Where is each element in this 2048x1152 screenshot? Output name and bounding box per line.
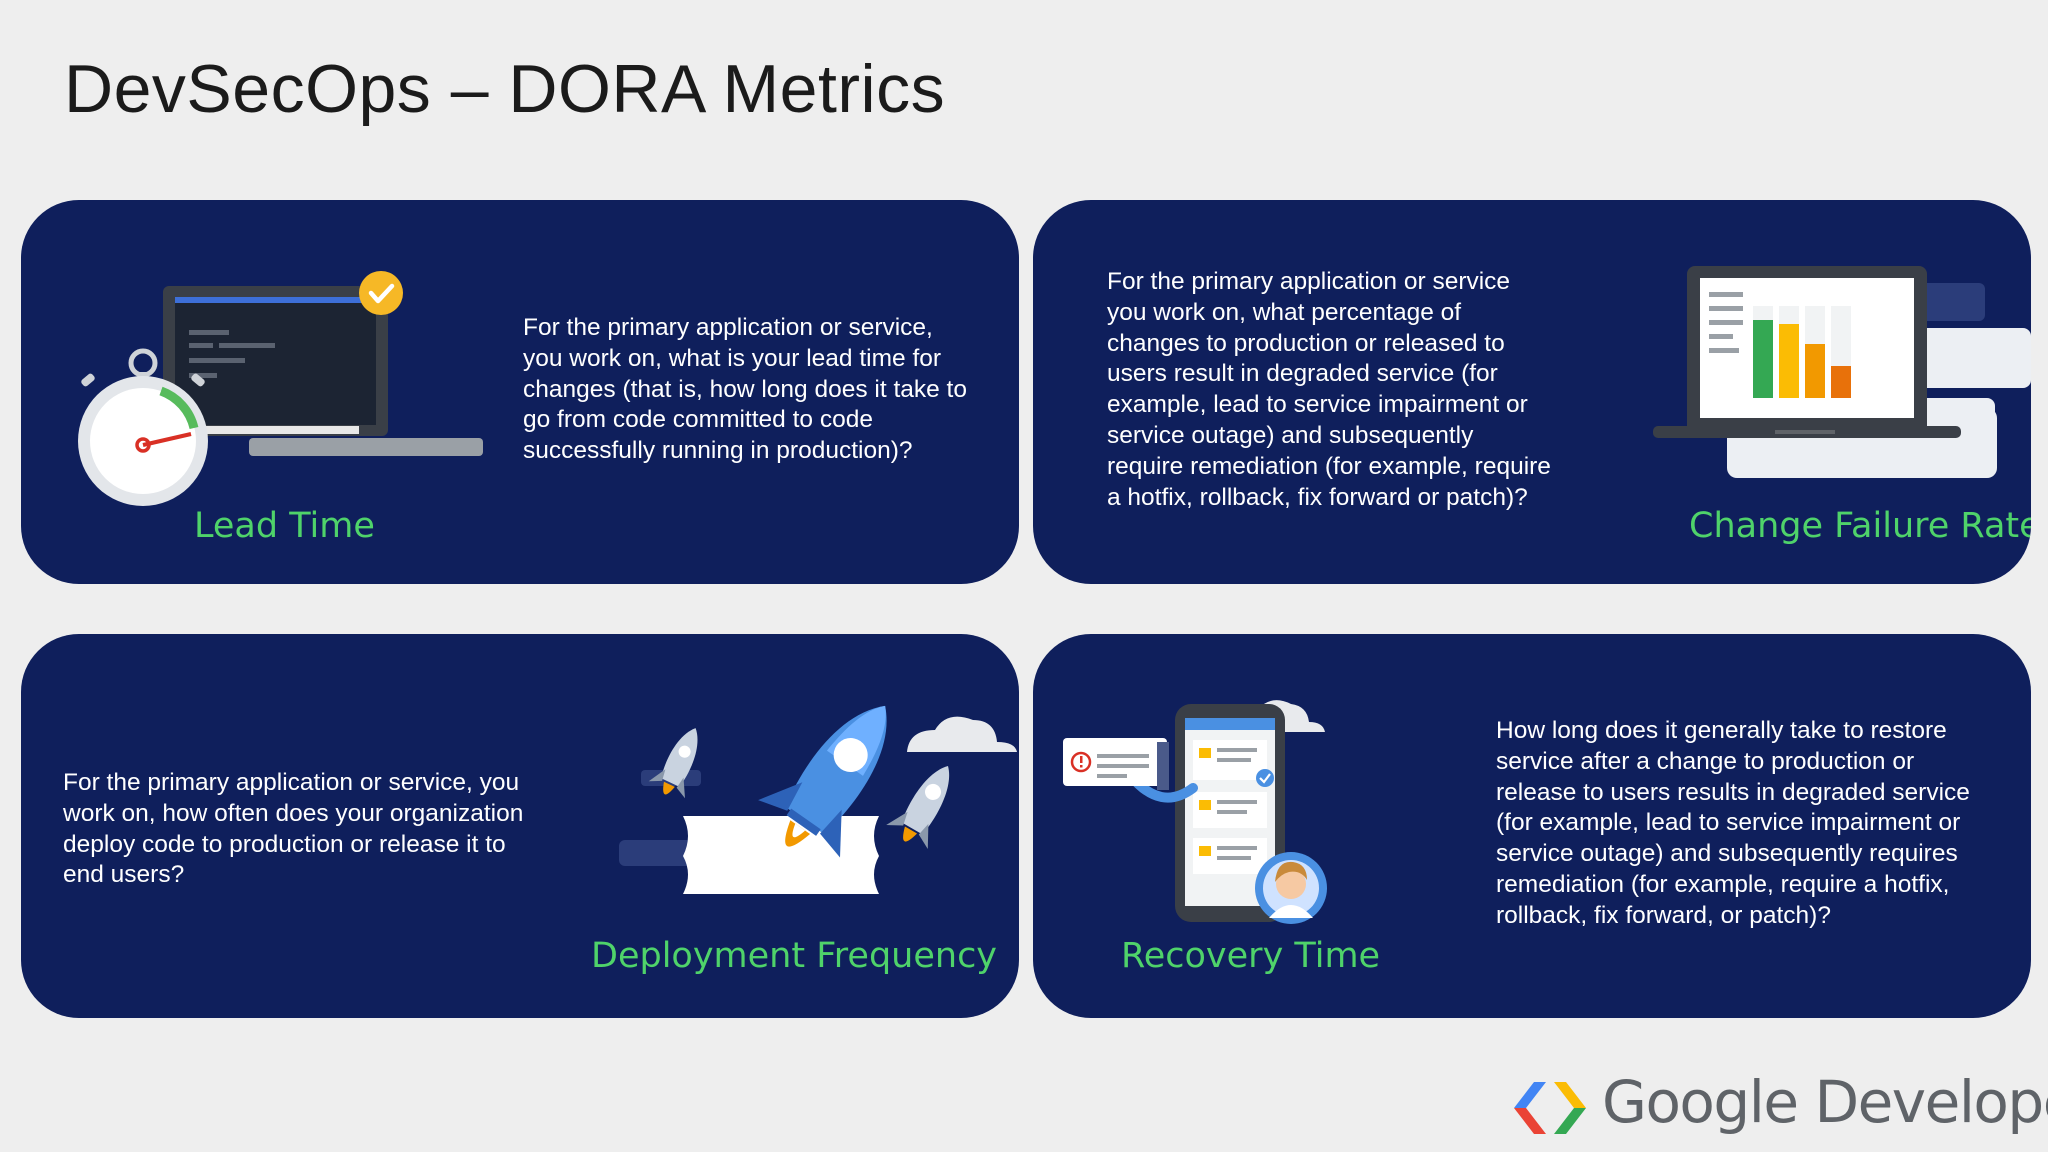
phone-user-icon bbox=[1063, 700, 1327, 924]
google-developers-logo: Google Developers bbox=[1508, 1068, 2048, 1142]
description-line: service outage) and subsequently bbox=[1107, 421, 1474, 449]
description-line: changes to production or released to bbox=[1107, 329, 1505, 357]
description-line: you work on, what percentage of bbox=[1107, 298, 1462, 326]
description-line: changes (that is, how long does it take … bbox=[523, 375, 967, 403]
description-line: For the primary application or service bbox=[1107, 268, 1511, 295]
description-line: service outage) and subsequently require… bbox=[1496, 840, 1958, 868]
deployment-frequency-description: For the primary application or service, … bbox=[63, 768, 583, 891]
description-line: end users? bbox=[63, 861, 185, 889]
description-line: For the primary application or service, bbox=[523, 314, 933, 341]
change-failure-rate-label: Change Failure Rate bbox=[1689, 506, 2031, 546]
description-line: rollback, fix forward, or patch)? bbox=[1496, 901, 1831, 929]
description-line: users result in degraded service (for bbox=[1107, 360, 1498, 388]
description-line: example, lead to service impairment or bbox=[1107, 391, 1528, 419]
lead-time-description: For the primary application or service, … bbox=[523, 313, 1003, 467]
laptop-bar-chart-icon bbox=[1653, 266, 2031, 478]
page-title: DevSecOps – DORA Metrics bbox=[64, 51, 946, 127]
google-developers-logo-icon bbox=[1514, 1082, 1586, 1134]
lead-time-card: Lead Time For the primary application or… bbox=[21, 200, 1019, 584]
description-line: How long does it generally take to resto… bbox=[1496, 717, 1947, 744]
lead-time-label: Lead Time bbox=[194, 506, 375, 546]
description-line: require remediation (for example, requir… bbox=[1107, 452, 1551, 480]
description-line: go from code committed to code bbox=[523, 406, 873, 434]
description-line: For the primary application or service, … bbox=[63, 769, 520, 796]
deployment-frequency-label: Deployment Frequency bbox=[591, 936, 998, 976]
description-line: release to users results in degraded ser… bbox=[1496, 778, 1970, 806]
laptop-stopwatch-icon bbox=[78, 271, 483, 506]
recovery-time-label: Recovery Time bbox=[1121, 936, 1381, 976]
description-line: deploy code to production or release it … bbox=[63, 830, 506, 858]
description-line: service after a change to production or bbox=[1496, 747, 1915, 775]
recovery-time-card: Recovery Time How long does it generally… bbox=[1033, 634, 2031, 1018]
description-line: remediation (for example, require a hotf… bbox=[1496, 870, 1950, 898]
change-failure-rate-card: For the primary application or service y… bbox=[1033, 200, 2031, 584]
logo-text: Google Developers bbox=[1602, 1068, 2048, 1136]
rockets-icon bbox=[619, 705, 1017, 894]
recovery-time-description: How long does it generally take to resto… bbox=[1496, 716, 2026, 932]
description-line: (for example, lead to service impairment… bbox=[1496, 809, 1961, 837]
description-line: a hotfix, rollback, fix forward or patch… bbox=[1107, 483, 1528, 511]
deployment-frequency-card: For the primary application or service, … bbox=[21, 634, 1019, 1018]
change-failure-rate-description: For the primary application or service y… bbox=[1107, 267, 1587, 513]
description-line: work on, how often does your organizatio… bbox=[63, 799, 524, 827]
description-line: successfully running in production)? bbox=[523, 437, 913, 465]
description-line: you work on, what is your lead time for bbox=[523, 344, 942, 372]
